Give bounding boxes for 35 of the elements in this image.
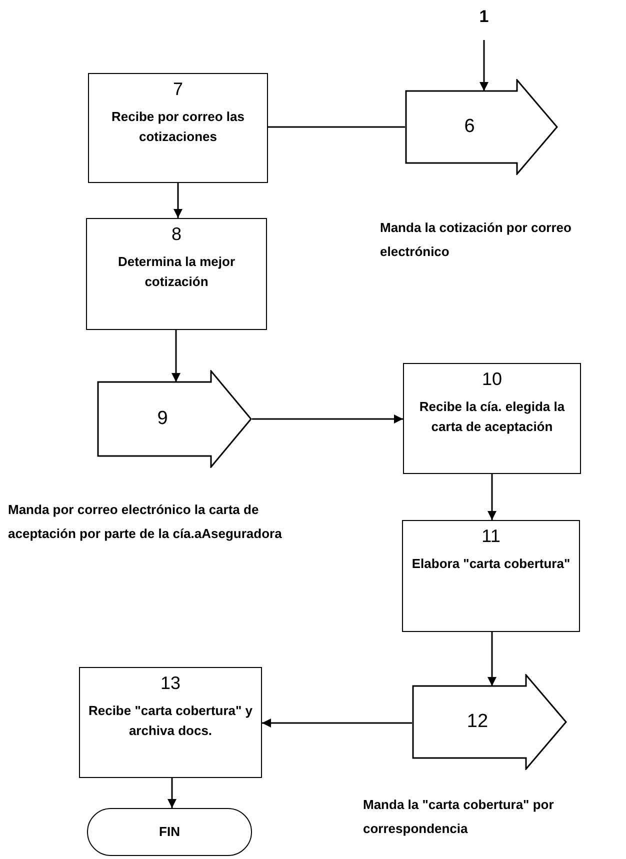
- send-arrow-shape: [97, 370, 252, 468]
- step-number: 11: [482, 525, 500, 548]
- step-text: Determina la mejor cotización: [116, 252, 236, 291]
- connector-line: [268, 126, 405, 128]
- arrow: [172, 330, 180, 382]
- step-text: Recibe la cía. elegida la carta de aceptación: [418, 398, 566, 436]
- arrow: [488, 474, 496, 520]
- terminator-shape: FIN: [87, 808, 252, 856]
- process-box: [402, 520, 580, 632]
- step-description: Manda por correo electrónico la carta de aceptación por parte de la cía.aAseguradora: [8, 501, 283, 544]
- process-box: [403, 363, 581, 474]
- step-text: Elabora "carta cobertura": [410, 554, 572, 572]
- arrow: [262, 718, 412, 728]
- step-number: 7: [172, 78, 183, 100]
- arrow: [174, 183, 182, 218]
- process-box: [88, 73, 268, 183]
- arrow: [480, 40, 488, 91]
- step-text: Recibe por correo las cotizaciones: [110, 108, 246, 146]
- arrow: [488, 632, 496, 686]
- send-arrow-shape: [405, 79, 558, 175]
- send-arrow-shape: [412, 674, 567, 770]
- step-number: 6: [464, 114, 475, 139]
- step-number: 12: [466, 710, 488, 734]
- connector-label: 1: [470, 4, 498, 40]
- step-description: Manda la cotización por correo electrónico: [380, 219, 572, 262]
- step-description: Manda la "carta cobertura" por correspondencia: [363, 796, 555, 838]
- arrow: [168, 778, 176, 808]
- step-number: 9: [157, 406, 168, 431]
- arrow: [252, 414, 403, 424]
- step-text: Recibe "carta cobertura" y archiva docs.: [87, 702, 254, 740]
- step-number: 8: [171, 223, 182, 246]
- process-box: [79, 667, 262, 778]
- process-box: [86, 218, 267, 330]
- step-number: 13: [160, 672, 181, 694]
- step-number: 10: [482, 368, 502, 390]
